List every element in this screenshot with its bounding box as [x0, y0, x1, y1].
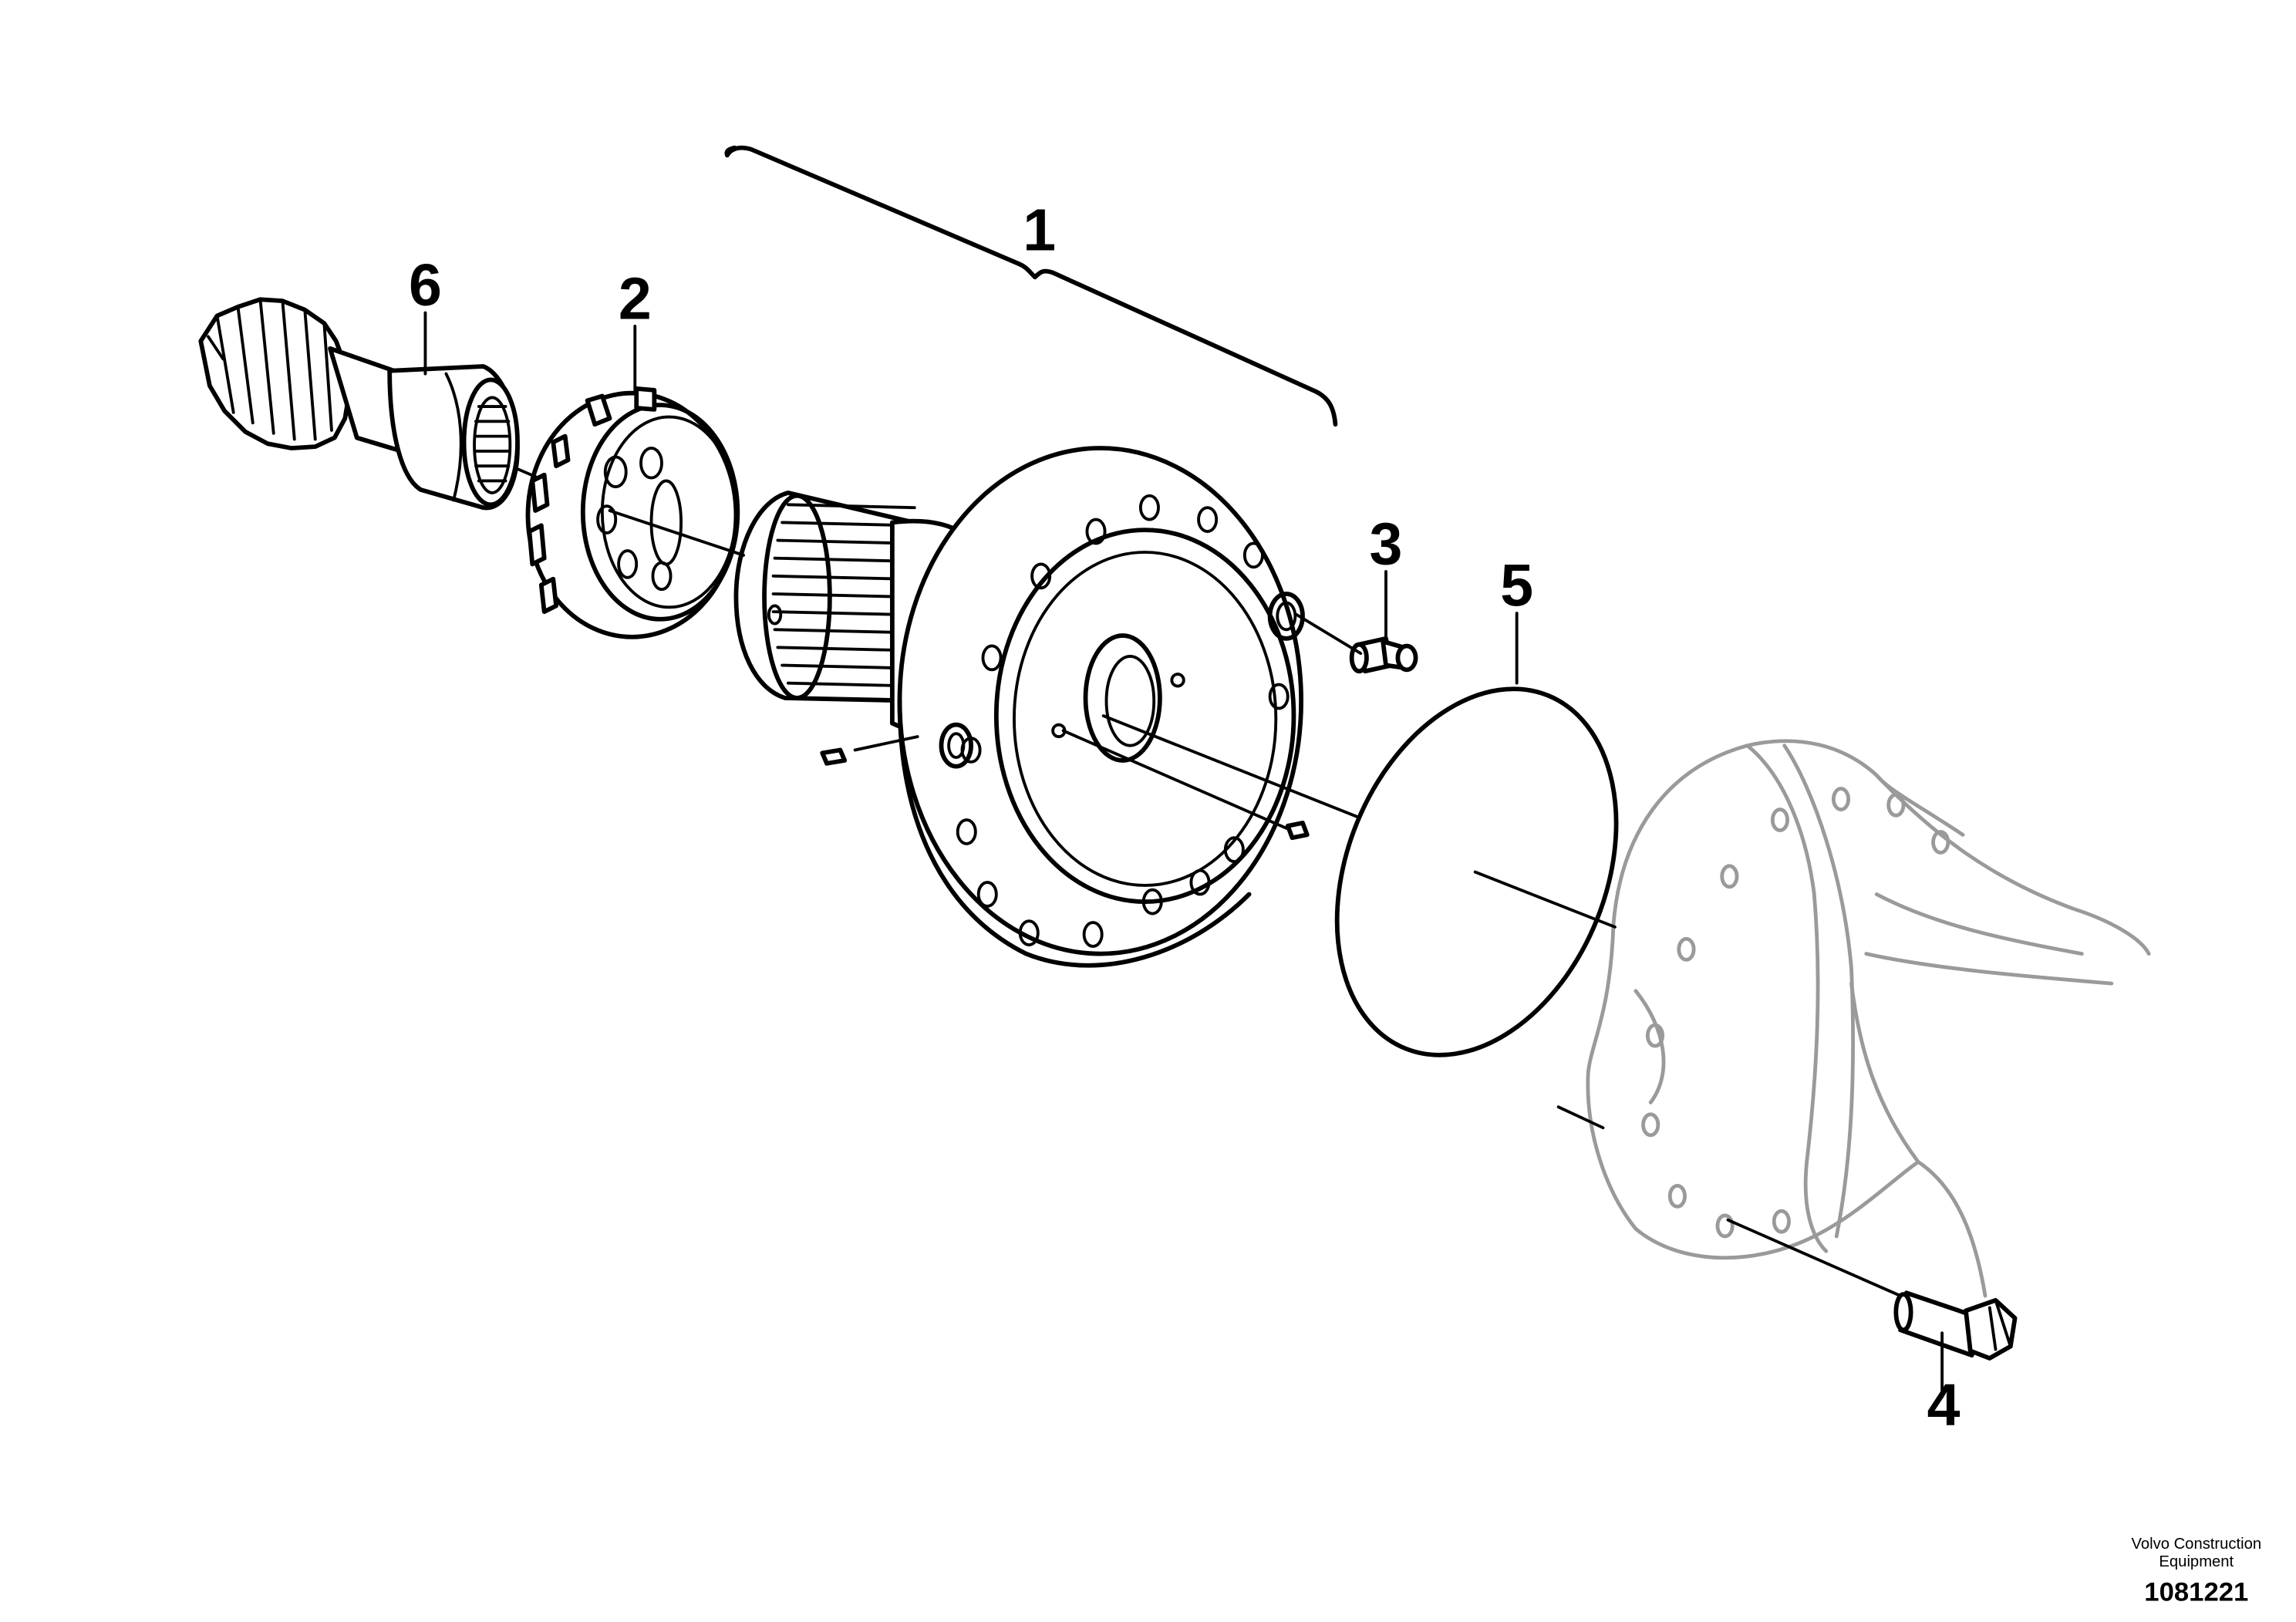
brand-line-2: Equipment [2159, 1553, 2234, 1570]
sun-gear-shaft [198, 297, 520, 511]
leader-lines [423, 145, 1944, 1399]
bolt [1893, 1290, 2018, 1361]
hub-assembly [733, 446, 1310, 968]
callout-4: 4 [1927, 1372, 1961, 1438]
drawing-footer: Volvo Construction Equipment 1081221 [2131, 1536, 2261, 1607]
axle-housing [1556, 739, 2151, 1298]
ring-gear-carrier [525, 386, 740, 639]
callout-2: 2 [619, 265, 652, 332]
callout-labels: 1 2 3 4 5 6 [409, 197, 1961, 1438]
assembly-axis-lines [516, 467, 1903, 1297]
callout-3: 3 [1370, 511, 1403, 577]
drawing-number: 1081221 [2144, 1577, 2248, 1607]
callout-6: 6 [409, 252, 442, 319]
callout-5: 5 [1500, 552, 1533, 619]
plug [1349, 636, 1418, 674]
brand-line-1: Volvo Construction [2131, 1536, 2261, 1553]
callout-1: 1 [1023, 197, 1056, 264]
